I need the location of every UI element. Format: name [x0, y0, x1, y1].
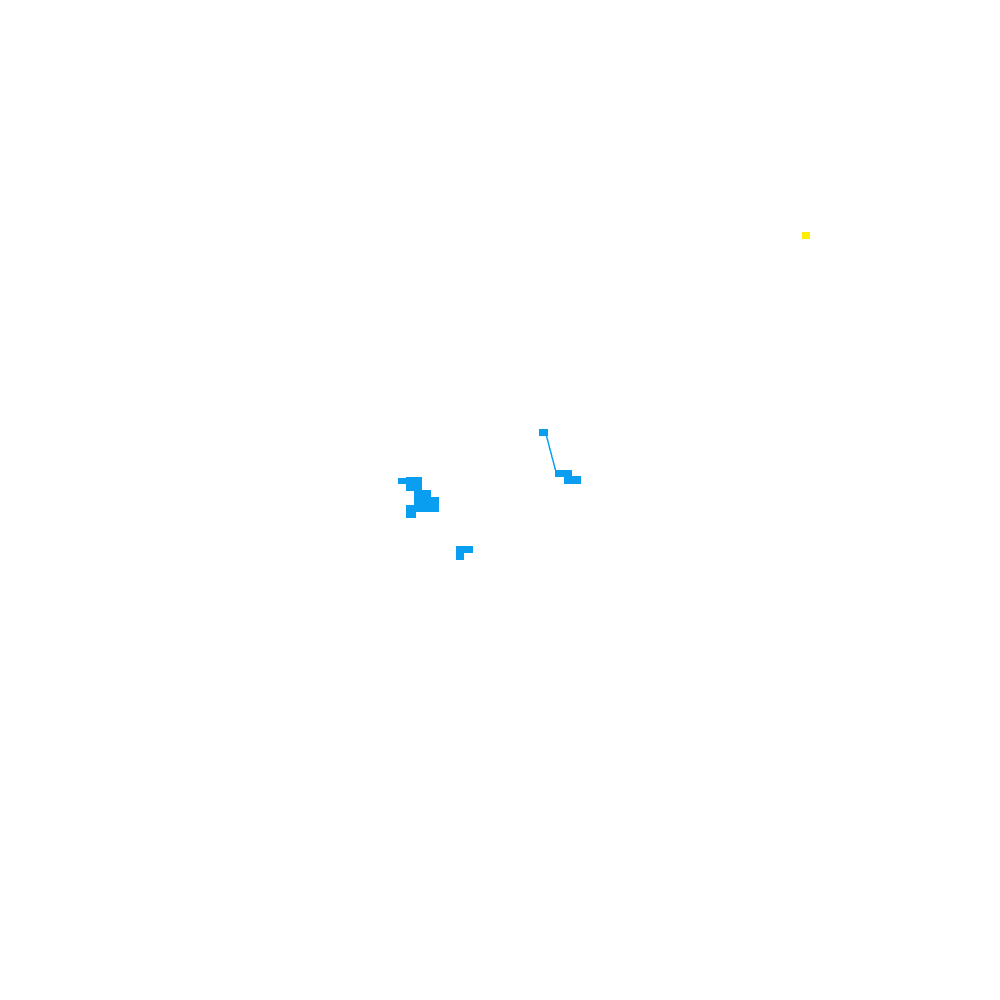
water-body-east-cluster	[555, 470, 581, 484]
water-body-west-cluster	[398, 477, 439, 518]
location-marker-icon[interactable]	[802, 232, 810, 239]
river-segment	[539, 429, 557, 473]
water-body-south-small	[456, 546, 473, 560]
